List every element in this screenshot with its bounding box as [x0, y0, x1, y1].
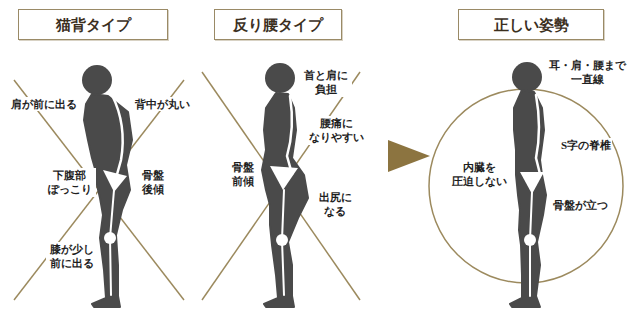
spine — [536, 95, 540, 174]
annotation-label: 内臓を 圧迫しない — [448, 160, 511, 189]
body — [262, 93, 308, 307]
title-text: 正しい姿勢 — [494, 16, 569, 34]
body — [510, 90, 546, 307]
annotation-label: 腰痛に なりやすい — [305, 116, 368, 145]
pelvis — [520, 172, 544, 194]
title-text: 反り腰タイプ — [233, 16, 323, 34]
annotation-label: 膝が少し 前に出る — [46, 242, 98, 271]
annotation-label: 下腹部 ぽっこり — [44, 168, 96, 197]
annotation-label: 背中が丸い — [134, 97, 191, 111]
annotation-label: 骨盤が立つ — [552, 198, 609, 212]
pelvis — [103, 170, 127, 192]
knee — [524, 234, 536, 246]
spine — [287, 96, 292, 174]
title-box: 猫背タイプ — [18, 9, 168, 40]
title-box: 正しい姿勢 — [458, 9, 604, 40]
head — [512, 62, 542, 92]
annotation-label: 骨盤 後傾 — [138, 168, 168, 197]
spine — [112, 95, 123, 178]
title-text: 猫背タイプ — [56, 16, 131, 34]
body — [84, 94, 132, 307]
figure-correct — [510, 62, 546, 307]
annotation-label: 出尻に なる — [315, 190, 356, 219]
annotation-label: 首と肩に 負担 — [300, 68, 352, 97]
figure-sway-back — [262, 63, 308, 307]
annotation-label: 骨盤 前傾 — [228, 160, 258, 189]
pelvis — [270, 166, 298, 190]
head — [265, 63, 295, 93]
knee — [276, 234, 288, 246]
annotation-label: S字の脊椎 — [560, 138, 612, 152]
title-box: 反り腰タイプ — [214, 9, 342, 40]
head — [82, 65, 112, 95]
arrow-triangle — [388, 140, 430, 172]
annotation-label: 肩が前に出る — [10, 97, 78, 111]
annotation-label: 耳・肩・腰まで 一直線 — [545, 58, 630, 87]
knee — [104, 232, 116, 244]
